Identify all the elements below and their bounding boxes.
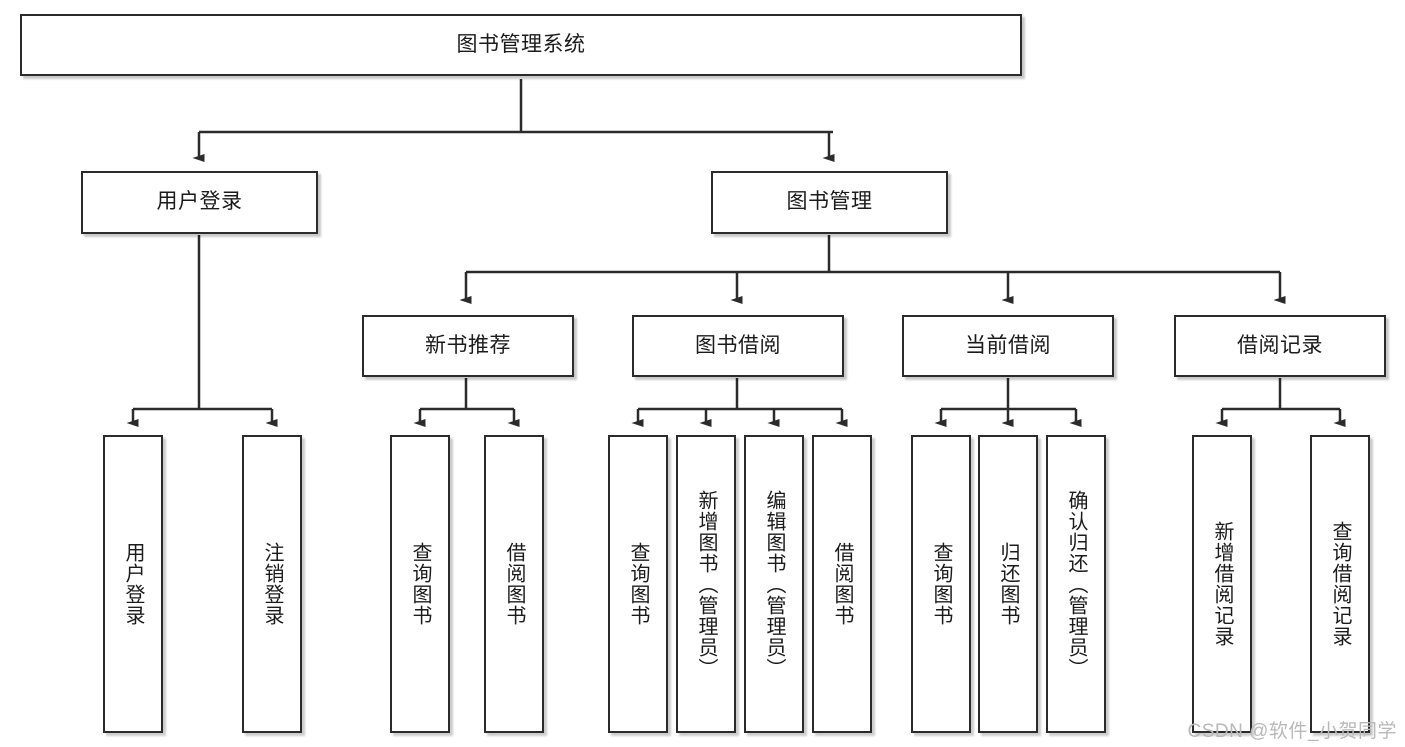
node-new-book-recommend[interactable]: 新书推荐 [362, 315, 574, 377]
node-new-book-recommend-label: 新书推荐 [425, 333, 511, 357]
node-user-login[interactable]: 用户登录 [81, 171, 318, 234]
node-current-borrow-label: 当前借阅 [965, 333, 1051, 357]
leaf-user-login-label: 用户登录 [122, 542, 144, 626]
node-current-borrow[interactable]: 当前借阅 [902, 315, 1114, 377]
leaf-edit-book-admin-label: 编辑图书（管理员） [763, 489, 785, 679]
leaf-query-borrow-record[interactable]: 查询借阅记录 [1310, 435, 1370, 733]
leaf-user-login[interactable]: 用户登录 [103, 435, 163, 733]
leaf-query-book-recommend-label: 查询图书 [409, 542, 431, 626]
leaf-edit-book-admin[interactable]: 编辑图书（管理员） [744, 435, 804, 733]
leaf-logout[interactable]: 注销登录 [242, 435, 302, 733]
leaf-borrow-book[interactable]: 借阅图书 [812, 435, 872, 733]
leaf-query-book-borrow-label: 查询图书 [627, 542, 649, 626]
leaf-add-book-admin[interactable]: 新增图书（管理员） [676, 435, 736, 733]
leaf-borrow-book-label: 借阅图书 [831, 542, 853, 626]
leaf-borrow-book-recommend-label: 借阅图书 [503, 542, 525, 626]
leaf-query-book-current-label: 查询图书 [930, 542, 952, 626]
leaf-logout-label: 注销登录 [261, 542, 283, 626]
node-book-management[interactable]: 图书管理 [711, 171, 948, 234]
watermark-text: CSDN @软件_小贺同学 [1187, 721, 1397, 742]
node-user-login-label: 用户登录 [156, 190, 243, 214]
leaf-confirm-return-admin[interactable]: 确认归还（管理员） [1046, 435, 1106, 733]
leaf-query-borrow-record-label: 查询借阅记录 [1329, 521, 1351, 647]
node-borrow-records[interactable]: 借阅记录 [1174, 315, 1386, 377]
leaf-confirm-return-admin-label: 确认归还（管理员） [1065, 489, 1087, 679]
leaf-borrow-book-recommend[interactable]: 借阅图书 [484, 435, 544, 733]
leaf-return-book[interactable]: 归还图书 [978, 435, 1038, 733]
node-root-label: 图书管理系统 [456, 32, 586, 56]
leaf-return-book-label: 归还图书 [997, 542, 1019, 626]
leaf-add-borrow-record[interactable]: 新增借阅记录 [1192, 435, 1252, 733]
leaf-add-borrow-record-label: 新增借阅记录 [1211, 521, 1233, 647]
leaf-add-book-admin-label: 新增图书（管理员） [695, 489, 717, 679]
node-root[interactable]: 图书管理系统 [20, 14, 1022, 76]
node-book-management-label: 图书管理 [786, 190, 873, 214]
leaf-query-book-current[interactable]: 查询图书 [911, 435, 971, 733]
node-book-borrow-label: 图书借阅 [695, 333, 781, 357]
leaf-query-book-recommend[interactable]: 查询图书 [390, 435, 450, 733]
node-borrow-records-label: 借阅记录 [1237, 333, 1323, 357]
leaf-query-book-borrow[interactable]: 查询图书 [608, 435, 668, 733]
node-book-borrow[interactable]: 图书借阅 [632, 315, 844, 377]
